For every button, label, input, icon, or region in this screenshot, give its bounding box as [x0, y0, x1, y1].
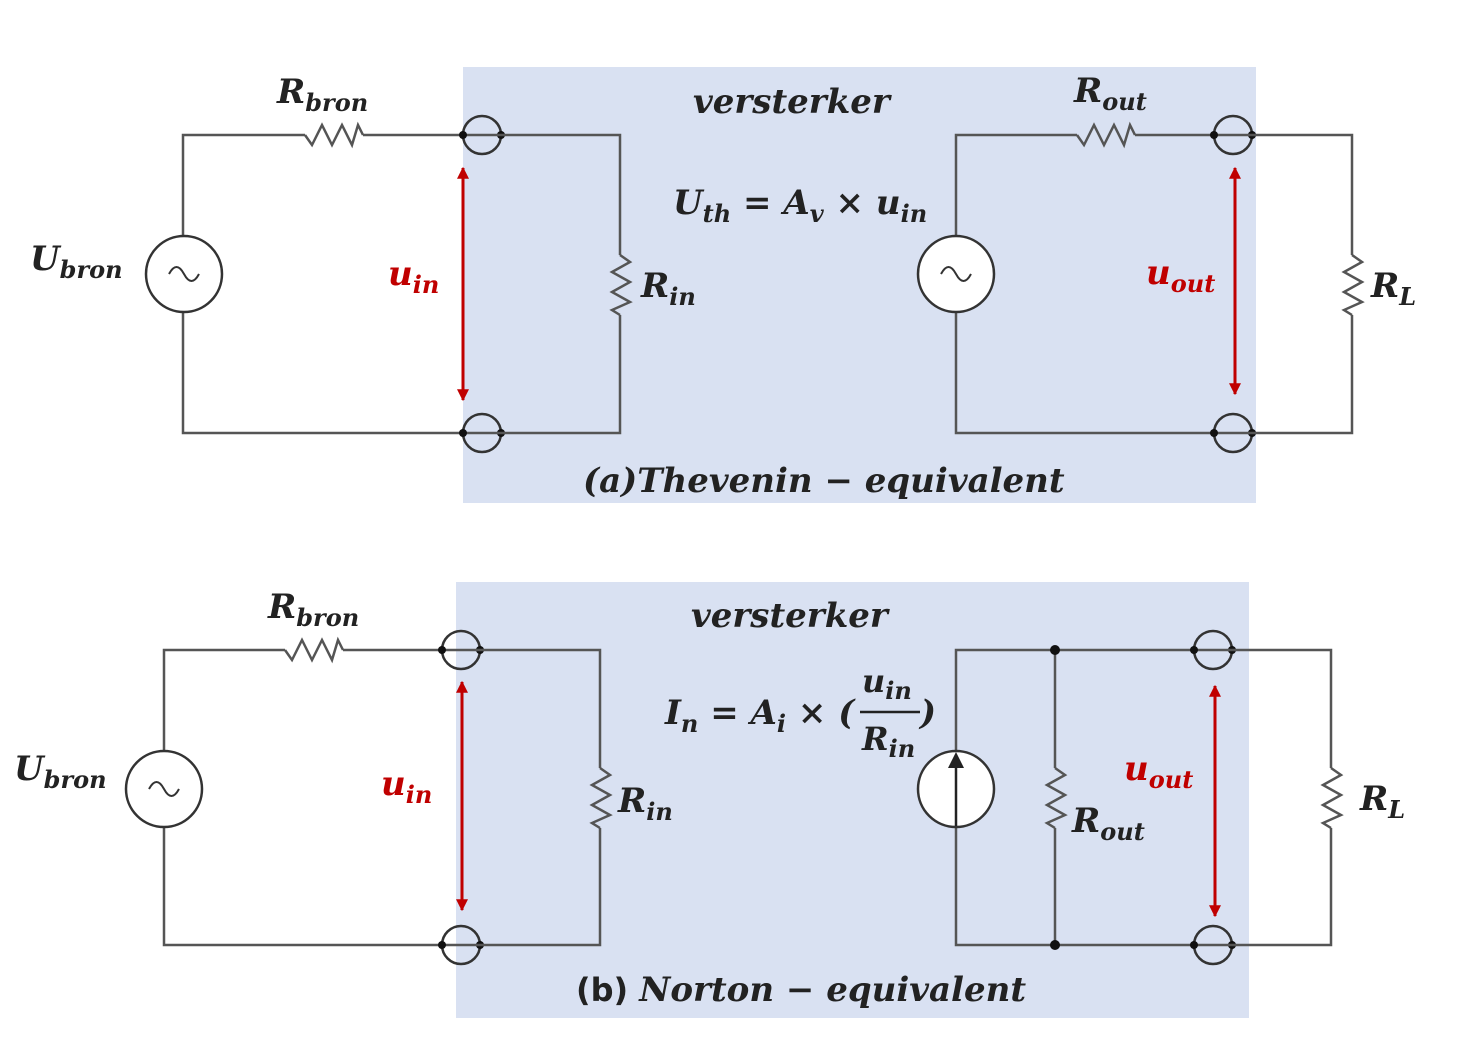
amplifier-box-thevenin	[463, 67, 1256, 503]
sine-icon	[148, 781, 180, 797]
label-rl-b: RL	[1359, 779, 1405, 824]
arrow-up-icon	[948, 752, 964, 768]
resistor-rl-a	[1341, 253, 1365, 317]
svg-text:Rin: Rin	[861, 720, 915, 763]
label-uin-b: uin	[381, 764, 432, 809]
label-rbron-b: Rbron	[267, 587, 359, 632]
label-rl-a: RL	[1370, 266, 1416, 311]
label-uin-a: uin	[388, 254, 439, 299]
resistor-rl-b	[1320, 766, 1344, 830]
label-ubron-b: Ubron	[14, 749, 107, 794]
equation-norton: In = Ai × ( uin Rin )	[664, 662, 936, 763]
resistor-rbron-b	[283, 636, 345, 664]
caption-thevenin: (a)Thevenin − equivalent	[583, 461, 1065, 501]
equation-thevenin: Uth = Av × uin	[673, 183, 927, 228]
label-uout-a: uout	[1146, 253, 1215, 298]
label-rin-a: Rin	[640, 266, 696, 311]
label-rin-b: Rin	[617, 781, 673, 826]
label-ubron-a: Ubron	[30, 239, 123, 284]
amp-title-a: versterker	[693, 82, 892, 122]
sine-icon	[168, 266, 200, 282]
resistor-rin-a	[609, 253, 633, 317]
wire-source-loop-a	[181, 133, 482, 235]
label-rout-a: Rout	[1073, 71, 1147, 116]
label-rbron-a: Rbron	[276, 72, 368, 117]
amplifier-box-norton	[456, 582, 1249, 1018]
amp-title-b: versterker	[691, 596, 890, 636]
resistor-rout-b	[1044, 766, 1068, 830]
svg-text:): )	[918, 693, 936, 733]
resistor-rin-b	[589, 766, 613, 830]
svg-text:uin: uin	[862, 662, 912, 705]
resistor-rout-a	[1075, 121, 1137, 149]
sine-icon	[940, 266, 972, 282]
resistor-rbron-a	[303, 121, 365, 149]
label-rout-b: Rout	[1071, 801, 1145, 846]
caption-norton: (b) Norton − equivalent	[576, 970, 1026, 1010]
svg-text:In = Ai × (: In = Ai × (	[664, 693, 856, 738]
label-uout-b: uout	[1124, 749, 1193, 794]
